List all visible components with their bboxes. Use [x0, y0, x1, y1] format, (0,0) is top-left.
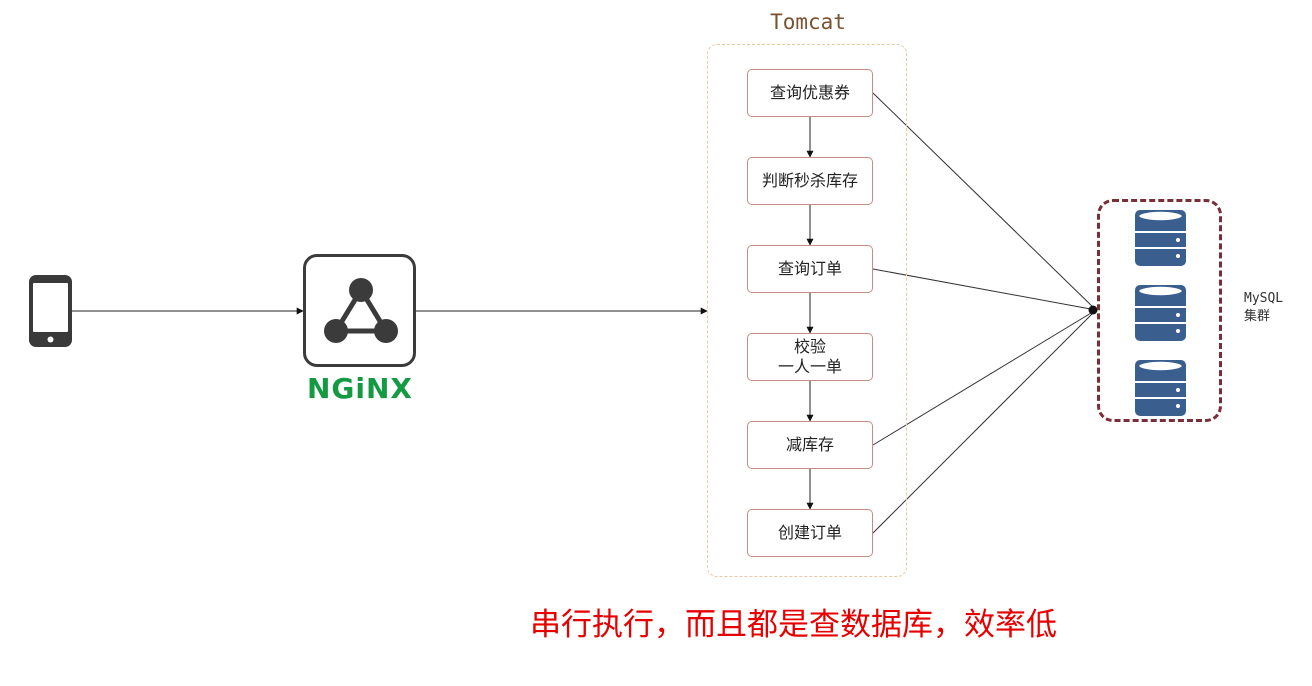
step-query-order: 查询订单: [747, 245, 873, 293]
tomcat-container: [707, 44, 907, 577]
mysql-cluster-container: [1097, 199, 1222, 422]
nginx-network-icon: [324, 278, 398, 343]
step-reduce-stock: 减库存: [747, 421, 873, 469]
database-icon-2: [1135, 285, 1186, 341]
db-link-query-coupon: [872, 92, 1097, 311]
tomcat-label: Tomcat: [770, 10, 846, 34]
nginx-server-box: [303, 254, 416, 367]
mobile-phone-icon: [29, 275, 72, 347]
nginx-logo: NGiNX: [306, 372, 414, 405]
db-link-create-order: [872, 309, 1097, 534]
step-verify-one-per-user: 校验 一人一单: [747, 333, 873, 381]
database-icon-3: [1135, 360, 1186, 416]
step-check-seckill-stock: 判断秒杀库存: [747, 157, 873, 205]
step-create-order: 创建订单: [747, 509, 873, 557]
db-link-junction: [1088, 305, 1098, 315]
db-link-query-order: [872, 268, 1097, 311]
database-icon-1: [1135, 210, 1186, 266]
db-link-reduce-stock: [872, 309, 1097, 446]
step-query-coupon: 查询优惠券: [747, 69, 873, 117]
caption-text: 串行执行，而且都是查数据库，效率低: [530, 607, 1057, 643]
mysql-cluster-label: MySQL 集群: [1244, 291, 1284, 324]
